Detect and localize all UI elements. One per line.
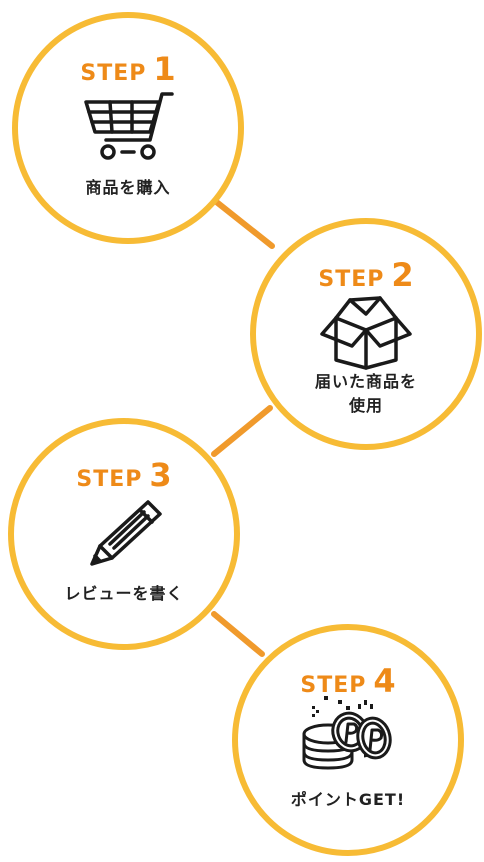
pencil-icon [90, 500, 162, 566]
connector-1-2 [211, 197, 275, 249]
step-3-circle: STEP 3 レビューを書く [8, 418, 240, 650]
step-1-word: STEP [80, 61, 147, 86]
step-2-heading: STEP 2 [256, 256, 476, 294]
step-4-label: ポイントGET! [290, 790, 406, 809]
step-1-label: 商品を購入 [85, 178, 171, 197]
step-1-circle: STEP 1 商品を購入 [12, 12, 244, 244]
step-4-word: STEP [300, 673, 367, 698]
step-3-heading: STEP 3 [14, 456, 234, 494]
step-3-number: 3 [149, 456, 172, 494]
step-1-number: 1 [153, 50, 176, 88]
step-2-circle: STEP 2 届いた商品を 使用 [250, 218, 482, 450]
step-2-label: 届いた商品を 使用 [314, 372, 417, 415]
shopping-cart-icon [84, 92, 174, 160]
step-1-heading: STEP 1 [18, 50, 238, 88]
step-2-word: STEP [318, 267, 385, 292]
step-4-number: 4 [373, 662, 396, 700]
step-4-circle: STEP 4 ポイントGET! [232, 624, 464, 856]
connector-2-3 [211, 405, 273, 457]
step-2-number: 2 [391, 256, 414, 294]
step-3-label: レビューを書く [64, 584, 184, 603]
open-box-icon [320, 296, 412, 370]
step-4-heading: STEP 4 [238, 662, 458, 700]
point-coins-icon [302, 696, 392, 770]
step-3-word: STEP [76, 467, 143, 492]
connector-3-4 [211, 611, 265, 657]
